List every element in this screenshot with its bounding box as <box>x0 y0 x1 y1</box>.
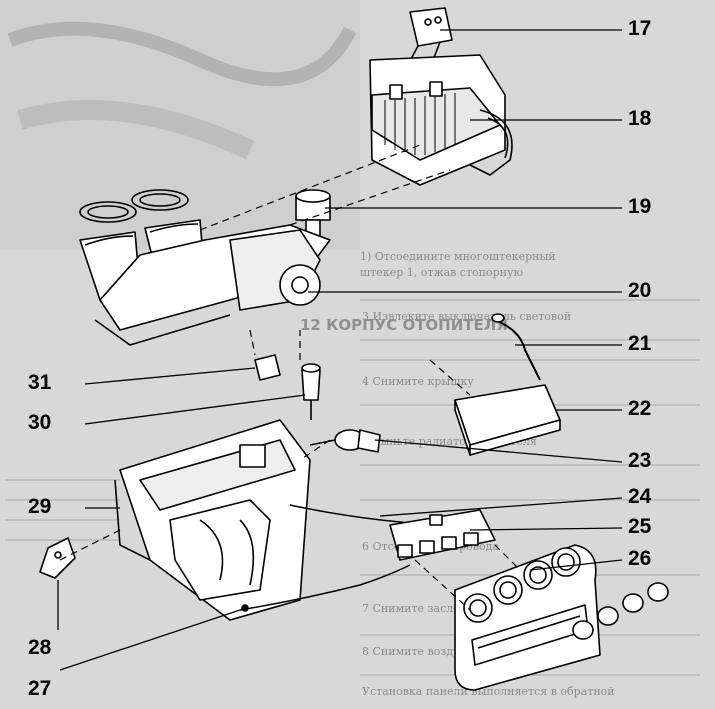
callout-23: 23 <box>628 449 652 472</box>
bg-line-1: 1) Отсоедините многоштекерный <box>360 250 556 263</box>
upper-duct-assembly <box>79 189 331 346</box>
callout-29: 29 <box>28 495 52 518</box>
callout-31: 31 <box>28 371 52 394</box>
callout-17: 17 <box>628 17 652 40</box>
callout-28: 28 <box>28 636 52 659</box>
callout-19: 19 <box>628 195 652 218</box>
callout-27: 27 <box>28 677 52 700</box>
part-25-switch-unit <box>389 509 496 561</box>
part-23-actuator <box>309 429 381 453</box>
part-28-bracket <box>39 537 76 579</box>
bg-line-4: 4 Снимите крышку <box>362 375 474 388</box>
callout-30: 30 <box>28 411 52 434</box>
callout-20: 20 <box>628 279 652 302</box>
callout-21: 21 <box>628 332 652 355</box>
leader-lines <box>57 29 623 671</box>
callout-25: 25 <box>628 515 652 538</box>
assembly-guide-lines <box>59 144 521 611</box>
bg-line-7: 7 Снимите заслонку <box>362 602 481 615</box>
bg-heading: 12 КОРПУС ОТОПИТЕЛЯ <box>300 316 508 334</box>
bg-line-2: штекер 1, отжав стопорную <box>360 266 523 279</box>
part-21-pipe <box>491 313 541 381</box>
control-knobs <box>572 582 669 640</box>
part-26-control-panel <box>454 544 601 691</box>
bg-line-3: 3 Извлеките выключатель световой <box>362 310 571 323</box>
callout-26: 26 <box>628 547 652 570</box>
callout-24: 24 <box>628 485 652 508</box>
callout-18: 18 <box>628 107 652 130</box>
part-22-radiator <box>454 384 561 456</box>
callout-22: 22 <box>628 397 652 420</box>
part-30-temp-sensor <box>301 363 321 420</box>
lower-distribution-housing <box>114 419 311 621</box>
bg-line-9: Установка панели выполняется в обратной <box>362 685 615 698</box>
part-31-relay <box>254 354 281 381</box>
part-18-heater-core <box>369 54 513 186</box>
